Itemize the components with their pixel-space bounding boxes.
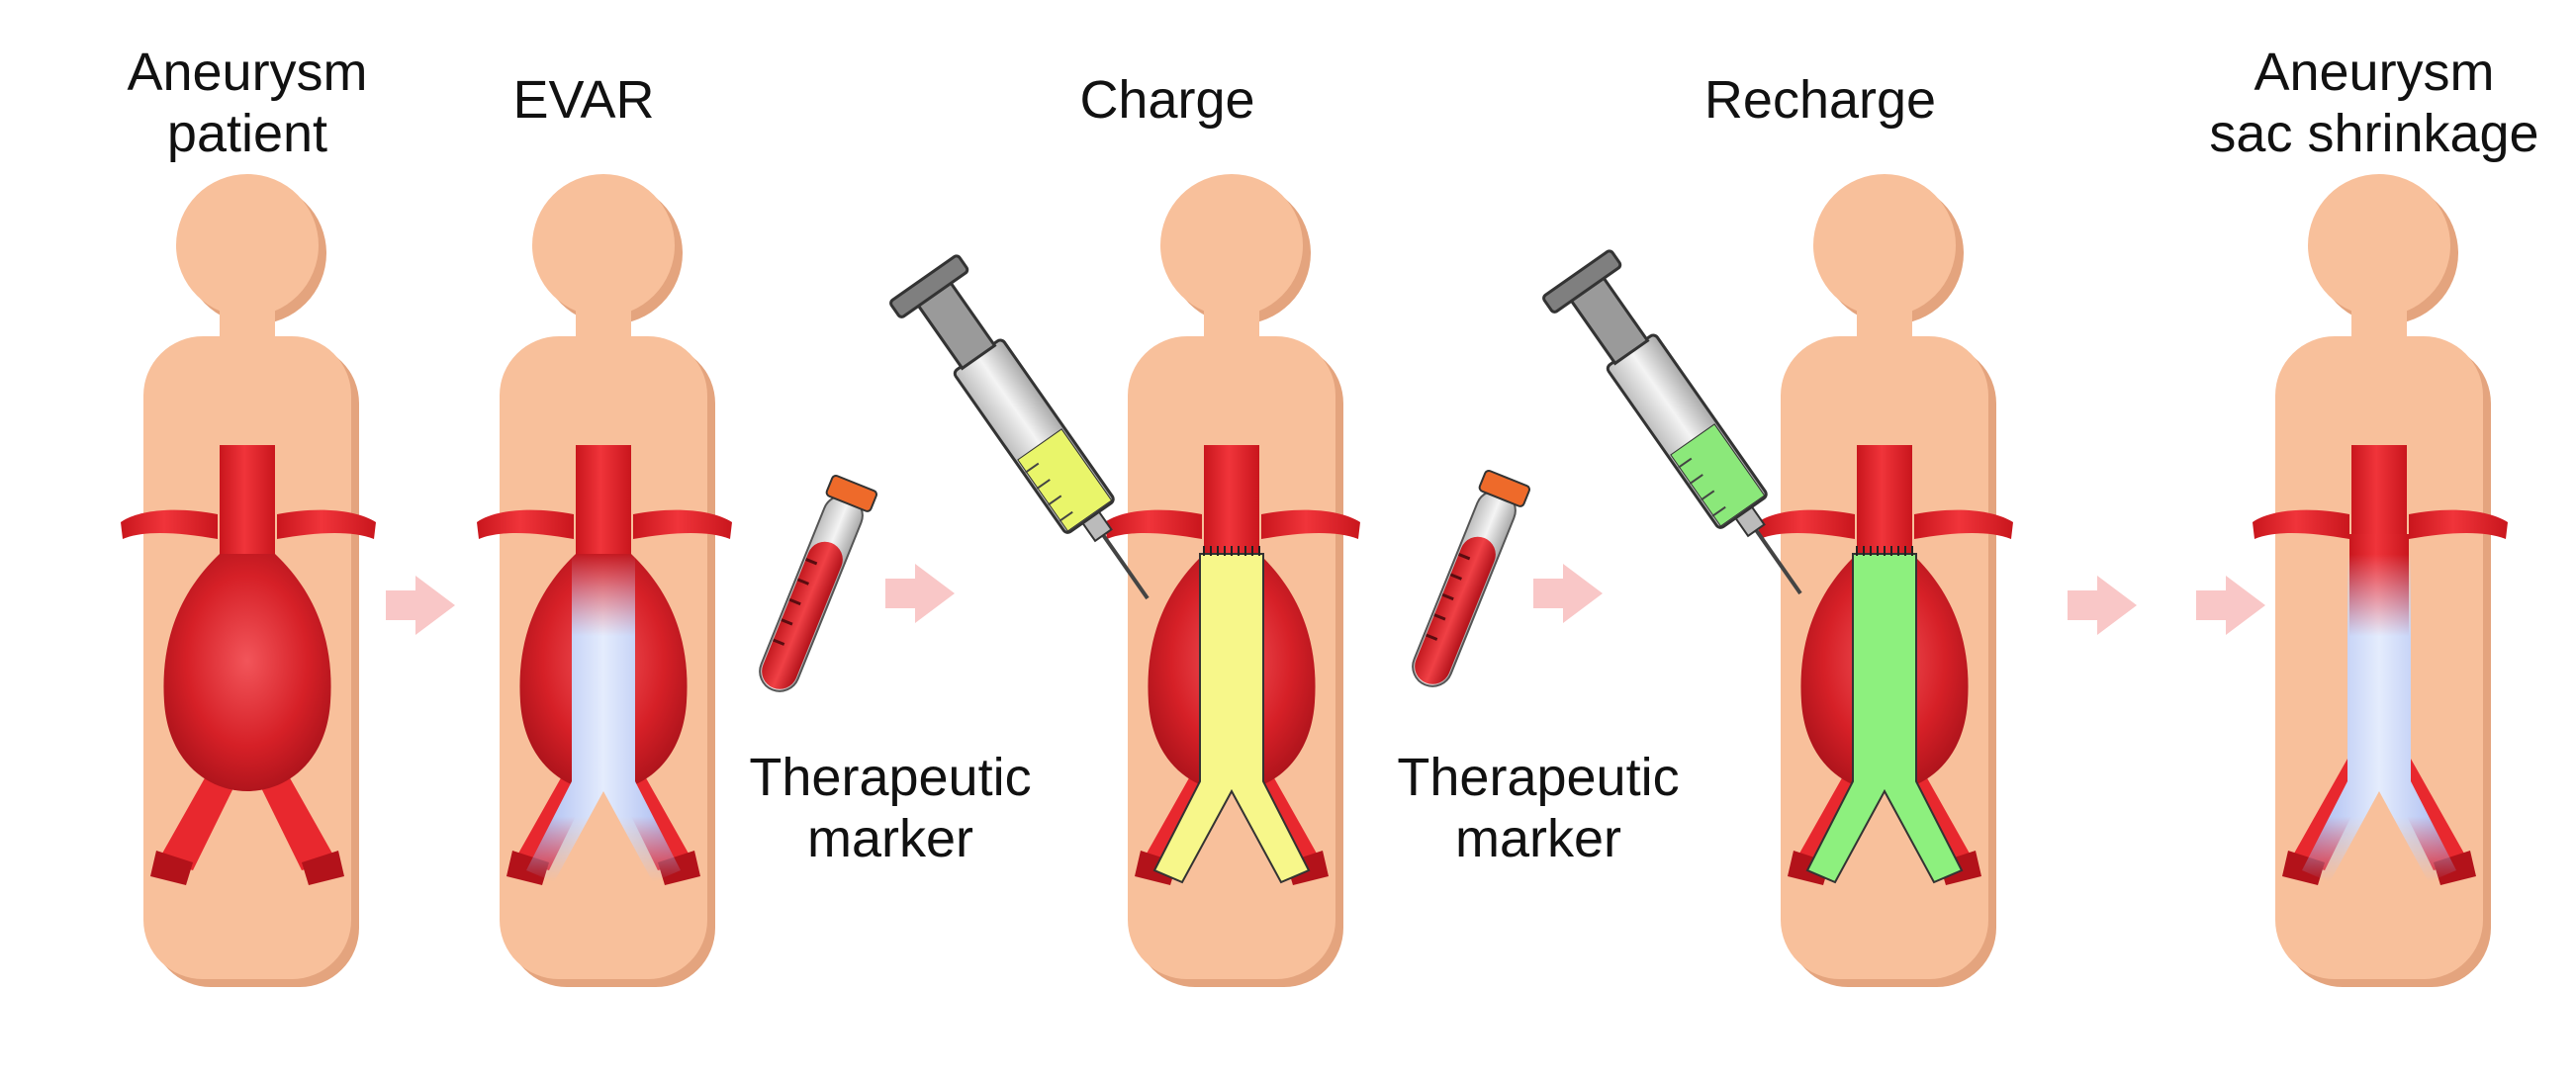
progress-arrow [2068,576,2137,635]
syringe-tick [1678,457,1693,469]
figure-shrinkage [2253,174,2508,987]
left-renal-artery [477,509,574,539]
tube-tick [1457,553,1471,561]
stent-graft-recharge [1805,553,1964,884]
syringe [1542,249,1802,595]
left-renal-artery [1758,509,1855,539]
stage-title-patient: Aneurysm patient [127,43,368,163]
syringe-tick [1025,462,1040,474]
head [2308,174,2450,316]
tube-tick [1449,573,1462,581]
stage-title-charge: Charge [1079,70,1255,130]
tube-tick [1441,592,1454,601]
left-iliac-end [150,851,193,885]
right-renal-artery [2409,509,2508,539]
head [1813,174,1956,316]
right-renal-artery [277,509,376,539]
syringe-fluid [1017,428,1113,532]
left-renal-artery [2253,509,2349,539]
syringe-thumb-rest [889,254,969,318]
head [532,174,675,316]
tube-blood [1415,536,1496,684]
item-layer [759,249,1802,692]
tube-tick [1433,613,1446,621]
stent-graft-charge [1152,553,1311,884]
syringe-tick [1048,495,1062,506]
tube-tick [796,578,809,586]
tube-blood [762,541,843,689]
right-renal-artery [633,509,732,539]
tube-tick [773,638,785,646]
stent-graft [526,554,681,882]
syringe-tick [1058,510,1073,522]
syringe [889,254,1150,600]
aneurysm-sac [163,554,331,791]
stent-graft [2302,554,2456,882]
syringe-tick [1689,474,1703,485]
left-renal-artery [121,509,218,539]
figure-recharge [1758,174,2013,987]
progress-arrow [885,564,955,623]
syringe-needle [1753,527,1802,595]
syringe-needle [1100,532,1150,600]
progress-arrow [2196,576,2265,635]
test-tube [1412,469,1530,687]
progress-arrow [386,576,455,635]
tube-cap [1478,469,1530,507]
marker-label-2: Therapeutic marker [1397,748,1680,868]
tube-tick [781,618,793,626]
tube-tick [788,597,801,606]
syringe-thumb-rest [1542,249,1622,314]
syringe-tick [1036,479,1051,490]
stage-title-shrinkage: Aneurysm sac shrinkage [2209,43,2539,163]
left-renal-artery [1105,509,1202,539]
stage-title-evar: EVAR [512,70,655,130]
head [176,174,319,316]
syringe-fluid [1670,423,1766,527]
figure-evar [477,174,732,987]
syringe-tick [1711,505,1726,517]
test-tube [759,474,877,692]
tube-cap [825,474,877,512]
right-renal-artery [1914,509,2013,539]
figure-charge [1105,174,1360,987]
right-iliac-end [302,851,344,885]
arrow-layer [386,564,2265,635]
marker-label-1: Therapeutic marker [749,748,1032,868]
body-layer [121,174,2508,987]
right-renal-artery [1261,509,1360,539]
tube-tick [1426,633,1438,641]
progress-arrow [1533,564,1603,623]
syringe-tick [1701,490,1715,501]
stage-title-recharge: Recharge [1703,70,1937,130]
tube-tick [804,558,818,566]
head [1160,174,1303,316]
figure-patient [121,174,376,987]
